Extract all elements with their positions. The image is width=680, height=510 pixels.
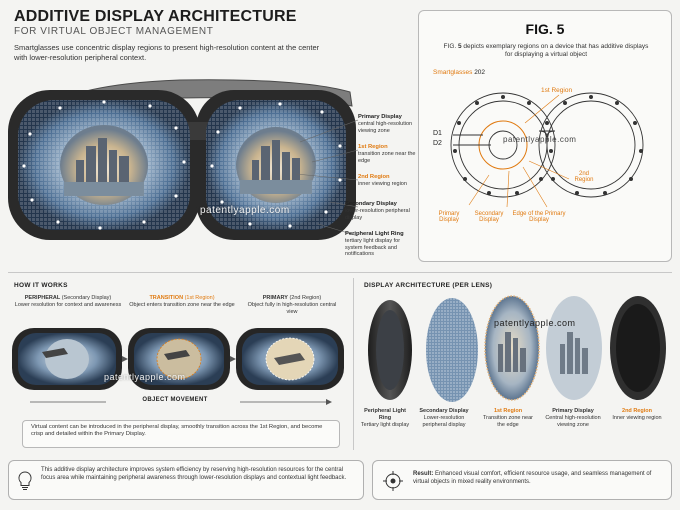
figure-title: FIG. 5 bbox=[525, 21, 565, 37]
callout-second-region: 2nd Region inner viewing region bbox=[358, 174, 407, 187]
watermark-how: patentlyapple.com bbox=[104, 372, 186, 382]
patent-line-drawing bbox=[450, 92, 644, 208]
exploded-lens-stack bbox=[368, 295, 666, 402]
efficiency-text: This additive display architecture impro… bbox=[41, 467, 347, 481]
intro-text: Smartglasses use concentric display regi… bbox=[14, 43, 320, 62]
result-summary: Result: Enhanced visual comfort, efficie… bbox=[372, 460, 672, 500]
object-movement-illustration bbox=[12, 328, 344, 405]
callout-primary-display: Primary Display central high-resolution … bbox=[358, 114, 413, 134]
watermark-arch: patentlyapple.com bbox=[494, 318, 576, 328]
callout-light-ring: Peripheral Light Ring tertiary light dis… bbox=[345, 231, 404, 258]
label-secondary-display: Secondary Display bbox=[474, 211, 504, 223]
callout-secondary-display: Secondary Display lower-resolution perip… bbox=[345, 201, 410, 221]
page-subtitle: FOR VIRTUAL OBJECT MANAGEMENT bbox=[14, 26, 214, 37]
hero-glasses-illustration bbox=[8, 79, 359, 240]
watermark: patentlyapple.com bbox=[200, 205, 290, 216]
lightbulb-icon bbox=[18, 471, 32, 490]
label-d1: D1 bbox=[433, 130, 442, 137]
how-col-peripheral: PERIPHERAL (Secondary Display) Lower res… bbox=[14, 295, 122, 308]
page-title: ADDITIVE DISPLAY ARCHITECTURE bbox=[14, 8, 297, 25]
callout-first-region: 1st Region transition zone near the edge bbox=[358, 144, 416, 164]
target-icon bbox=[383, 471, 403, 491]
label-d2: D2 bbox=[433, 140, 442, 147]
how-col-transition: TRANSITION (1st Region) Object enters tr… bbox=[129, 295, 235, 308]
label-second-region: 2nd Region bbox=[574, 171, 594, 183]
how-it-works-heading: HOW IT WORKS bbox=[14, 282, 68, 289]
how-col-primary: PRIMARY (2nd Region) Object fully in hig… bbox=[247, 295, 337, 315]
patent-figure-panel: FIG. 5 FIG. 5 depicts exemplary regions … bbox=[418, 10, 672, 262]
section-divider bbox=[8, 272, 672, 273]
architecture-heading: DISPLAY ARCHITECTURE (PER LENS) bbox=[364, 282, 493, 289]
figure-description: FIG. 5 depicts exemplary regions on a de… bbox=[443, 43, 649, 58]
label-first-region: 1st Region bbox=[541, 87, 573, 94]
label-edge-primary: Edge of the Primary Display bbox=[512, 211, 566, 223]
object-movement-label: OBJECT MOVEMENT bbox=[142, 397, 208, 403]
label-primary-display: Primary Display bbox=[438, 211, 460, 223]
label-smartglasses: Smartglasses 202 bbox=[433, 69, 486, 76]
result-text: Result: Enhanced visual comfort, efficie… bbox=[413, 471, 652, 485]
efficiency-summary: This additive display architecture impro… bbox=[8, 460, 364, 500]
column-divider bbox=[353, 278, 354, 450]
watermark-fig: patentlyapple.com bbox=[503, 135, 577, 144]
movement-note: Virtual content can be introduced in the… bbox=[22, 420, 340, 448]
